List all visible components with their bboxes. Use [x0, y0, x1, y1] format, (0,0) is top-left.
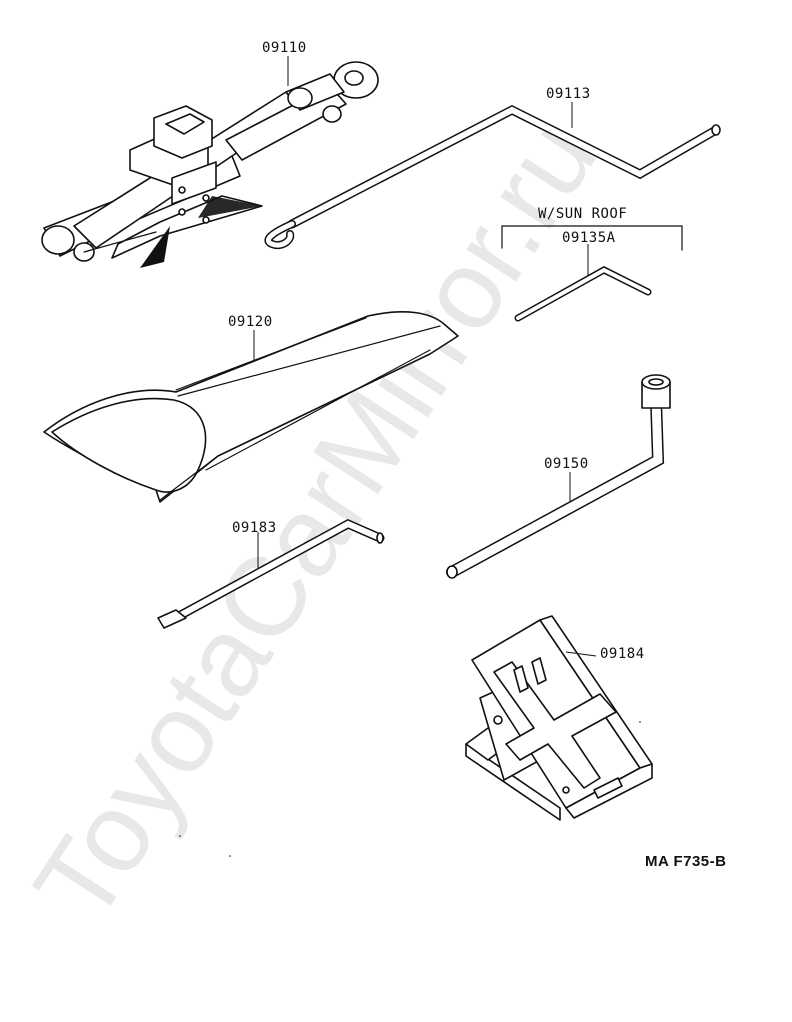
part-number-09120: 09120	[228, 314, 273, 330]
jack-handle-drawing	[264, 104, 721, 249]
part-number-09135A: 09135A	[562, 230, 616, 246]
part-number-09183: 09183	[232, 520, 277, 536]
screwdriver-bar-drawing	[157, 518, 385, 629]
jack-drawing	[41, 61, 379, 268]
part-number-09184: 09184	[600, 646, 645, 662]
wheel-nut-wrench-drawing	[446, 374, 671, 579]
wheel-chock-drawing	[465, 615, 653, 821]
tool-bag-drawing	[43, 311, 459, 503]
sunroof-wrench-drawing	[501, 225, 683, 322]
group-label-sunroof: W/SUN ROOF	[538, 206, 627, 222]
part-number-09113: 09113	[546, 86, 591, 102]
part-number-09110: 09110	[262, 40, 307, 56]
leader-09184	[565, 651, 597, 657]
part-number-09150: 09150	[544, 456, 589, 472]
diagram-code: MA F735-B	[645, 853, 726, 870]
